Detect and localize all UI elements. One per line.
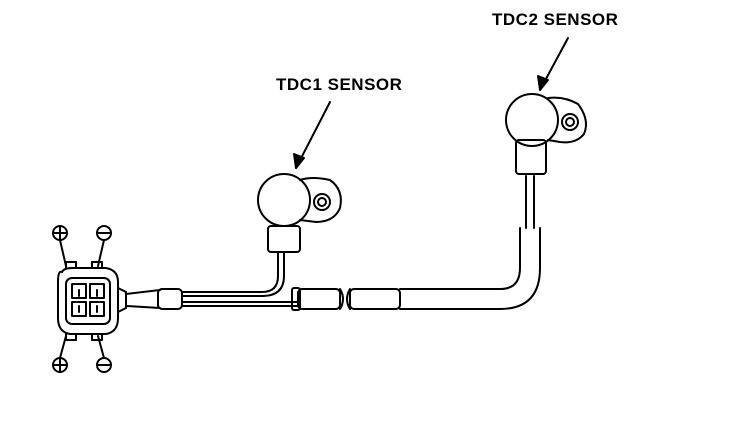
terminal-top-left bbox=[52, 225, 68, 267]
terminal-top-right bbox=[96, 225, 112, 267]
connector bbox=[57, 261, 127, 341]
tdc2-sensor-label: TDC2 SENSOR bbox=[492, 10, 619, 29]
harness-main bbox=[125, 287, 344, 311]
terminal-bottom-right bbox=[96, 335, 112, 373]
tdc1-leader-arrow bbox=[293, 101, 331, 169]
tdc1-sensor bbox=[257, 173, 342, 227]
harness-tdc2 bbox=[346, 139, 547, 310]
harness-tdc1-branch bbox=[261, 225, 301, 297]
terminal-bottom-left bbox=[52, 335, 68, 373]
tdc1-sensor-label: TDC1 SENSOR bbox=[276, 75, 403, 94]
tdc2-sensor bbox=[505, 93, 587, 147]
tdc2-leader-arrow bbox=[537, 37, 569, 91]
